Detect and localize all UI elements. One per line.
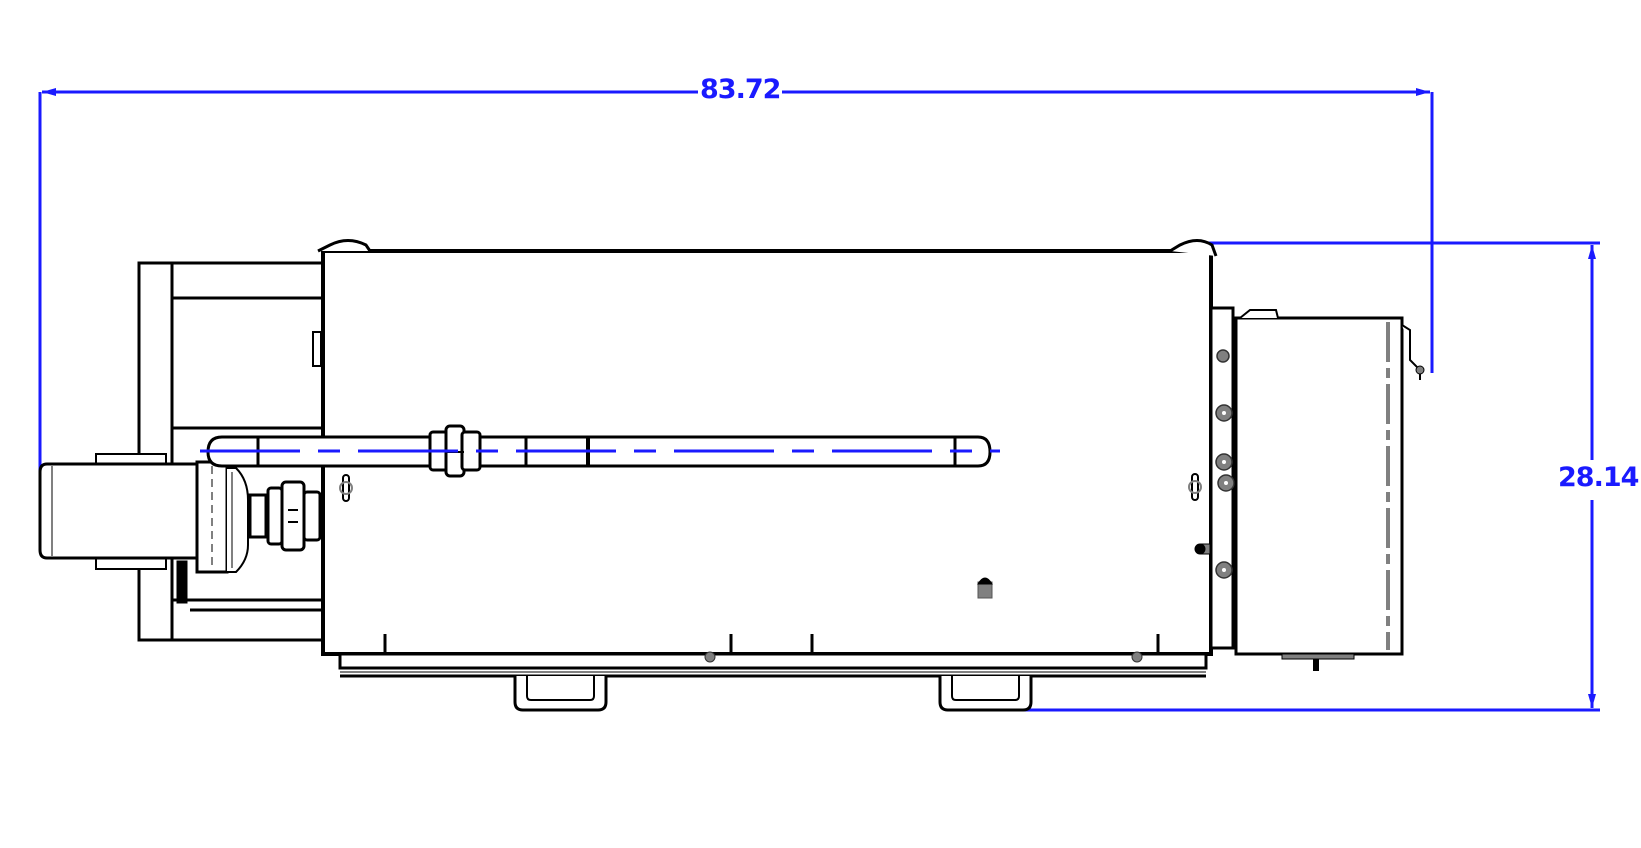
side-panel (1209, 306, 1235, 650)
valve-assembly (248, 480, 332, 552)
motor (38, 453, 200, 570)
coupling (195, 460, 249, 574)
bottom-rail (338, 634, 1208, 678)
handle-right (938, 676, 1033, 712)
dimension-overall-length (38, 88, 1434, 474)
drain-plug (977, 577, 993, 599)
dimension-label-length: 83.72 (698, 74, 783, 105)
motor-mount-frame (137, 261, 325, 642)
dimension-overall-width (1010, 241, 1600, 712)
keyhole-slot-left (339, 474, 353, 502)
side-stud (1194, 543, 1217, 555)
control-box (1234, 309, 1425, 671)
handle-left (513, 676, 608, 712)
keyhole-slot-right (1188, 473, 1202, 501)
dimension-label-width: 28.14 (1558, 462, 1639, 493)
